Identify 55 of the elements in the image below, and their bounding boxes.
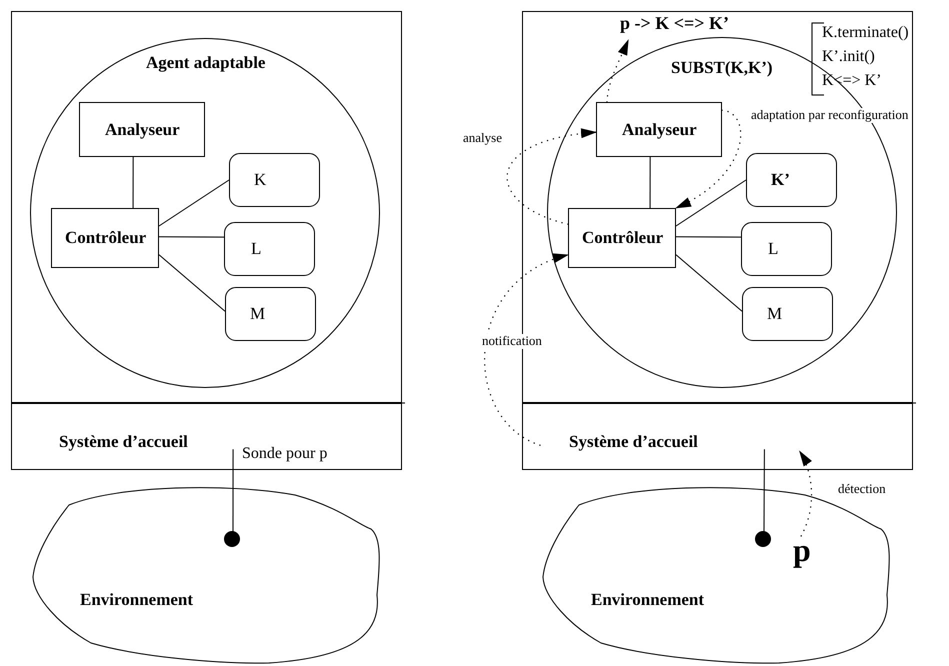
connector-line — [158, 180, 230, 226]
code-line: K’.init() — [822, 48, 875, 66]
host-system-band — [11, 403, 402, 470]
probe-dot — [224, 531, 240, 547]
host-label: Système d’accueil — [569, 432, 698, 452]
agent-area-frame — [11, 11, 402, 403]
connector-line — [132, 156, 134, 208]
connector-line — [764, 448, 765, 532]
module-label: M — [767, 304, 782, 324]
connector-line — [158, 236, 224, 238]
module-box — [742, 287, 833, 341]
agent-title: Agent adaptable — [146, 53, 266, 73]
module-label: L — [251, 239, 262, 259]
module-box — [741, 222, 832, 276]
module-label: M — [250, 304, 266, 324]
probe-label: Sonde pour p — [242, 445, 328, 464]
connector-line — [676, 254, 742, 312]
probe-dot — [755, 531, 771, 547]
environment-label: Environnement — [80, 590, 194, 610]
component-label: Contrôleur — [65, 228, 146, 248]
module-box — [229, 153, 320, 207]
connector-line — [676, 236, 742, 238]
component-label: Contrôleur — [582, 228, 664, 248]
module-box — [746, 153, 837, 207]
code-line: K.terminate() — [822, 24, 909, 42]
component-box — [596, 102, 722, 157]
dotted-arrow — [606, 39, 629, 103]
module-label: K — [254, 170, 266, 190]
agent-circle — [30, 38, 380, 388]
module-label: L — [768, 239, 778, 259]
dotted-arrow — [484, 254, 569, 446]
dotted-arrow — [675, 110, 742, 209]
environment-label: Environnement — [591, 590, 704, 610]
substitution-title: SUBST(K,K’) — [671, 58, 773, 78]
dotted-arrow — [506, 129, 597, 225]
edge-label: analyse — [463, 131, 502, 146]
component-box — [51, 208, 159, 268]
module-box — [224, 222, 315, 276]
connector-line — [232, 448, 234, 532]
event-variable: p — [793, 533, 817, 571]
formula-text: p -> K <=> K’ — [620, 14, 770, 40]
module-label: K’ — [771, 170, 790, 190]
host-label: Système d’accueil — [59, 432, 188, 452]
component-box — [79, 102, 205, 157]
edge-label: notification — [482, 334, 542, 349]
edge-label: adaptation par reconfiguration — [751, 108, 908, 123]
connector-line — [158, 254, 226, 312]
component-box — [568, 208, 676, 268]
module-box — [225, 287, 316, 341]
connector-line — [676, 180, 746, 226]
component-label: Analyseur — [622, 120, 697, 140]
component-label: Analyseur — [105, 120, 180, 140]
dotted-arrow — [798, 450, 812, 537]
connector-line — [650, 156, 651, 208]
host-system-band — [522, 403, 913, 470]
